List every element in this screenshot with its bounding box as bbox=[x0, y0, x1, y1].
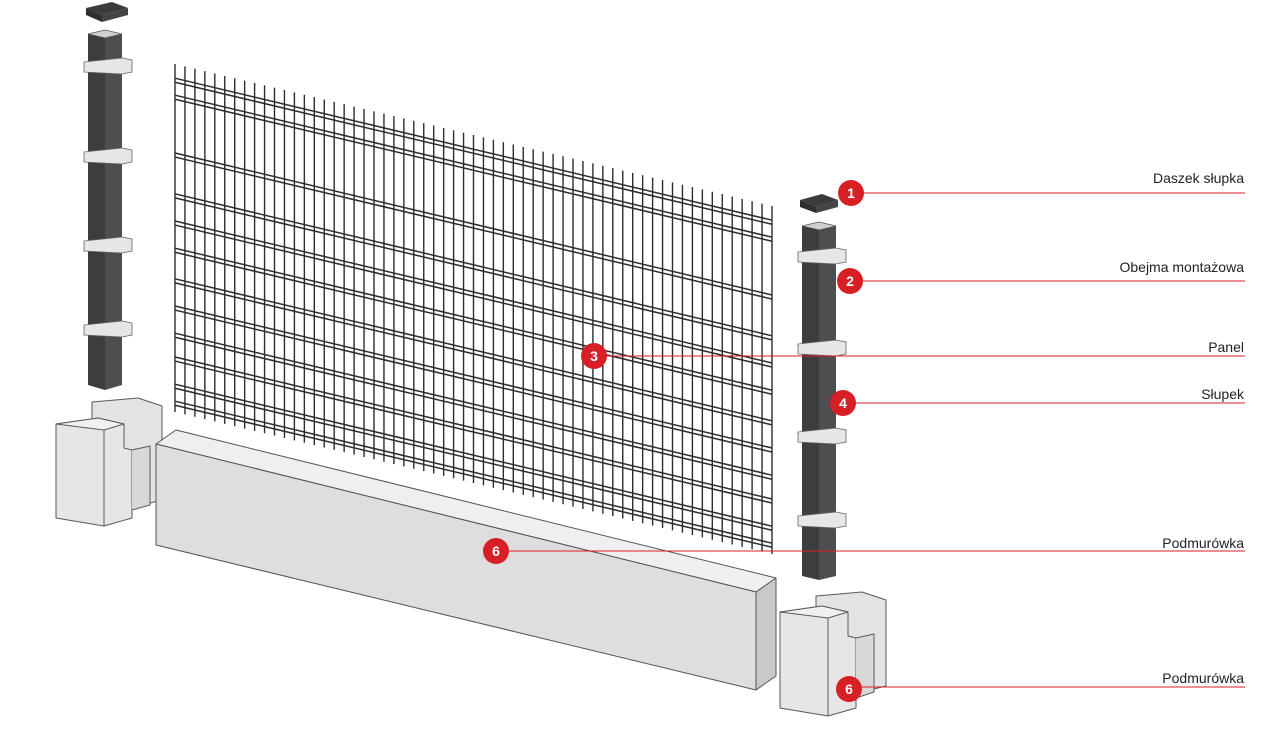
left-post bbox=[84, 2, 132, 390]
badge-base-board: 6 bbox=[483, 538, 509, 564]
badge-number: 6 bbox=[492, 543, 500, 559]
badge-post: 4 bbox=[830, 390, 856, 416]
badge-base-block: 6 bbox=[836, 676, 862, 702]
badge-number: 4 bbox=[839, 395, 847, 411]
badge-post-cap: 1 bbox=[838, 180, 864, 206]
badge-number: 3 bbox=[590, 348, 598, 364]
label-base-board: Podmurówka bbox=[1162, 535, 1244, 551]
badge-number: 1 bbox=[847, 185, 855, 201]
right-concrete-post-base bbox=[780, 592, 886, 716]
label-post-cap: Daszek słupka bbox=[1153, 170, 1244, 186]
label-base-block: Podmurówka bbox=[1162, 670, 1244, 686]
label-panel: Panel bbox=[1208, 339, 1244, 355]
badge-number: 6 bbox=[845, 681, 853, 697]
label-post: Słupek bbox=[1201, 386, 1244, 402]
badge-number: 2 bbox=[846, 273, 854, 289]
badge-mounting-clamp: 2 bbox=[837, 268, 863, 294]
badge-panel: 3 bbox=[581, 343, 607, 369]
label-mounting-clamp: Obejma montażowa bbox=[1119, 259, 1244, 275]
right-post bbox=[798, 194, 846, 580]
left-concrete-post-base bbox=[56, 398, 162, 526]
